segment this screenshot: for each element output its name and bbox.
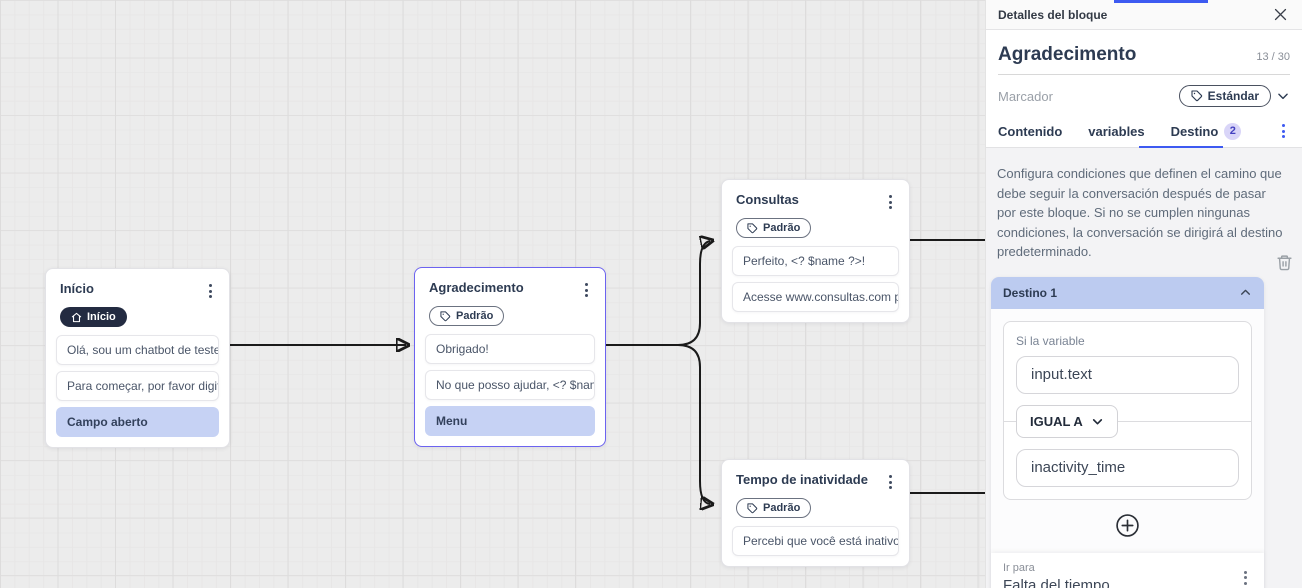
- close-icon: [1274, 8, 1287, 21]
- padrao-badge-label: Padrão: [763, 502, 801, 514]
- home-icon: [71, 312, 82, 322]
- padrao-badge: Padrão: [736, 218, 812, 238]
- node-title: Tempo de inatividade: [736, 472, 868, 487]
- padrao-badge-label: Padrão: [456, 310, 494, 322]
- block-name-section: Agradecimento 13 / 30 Marcador Estándar: [986, 30, 1302, 115]
- message-row[interactable]: Perfeito, <? $name ?>!: [732, 246, 899, 276]
- destination-card-header[interactable]: Destino 1: [991, 276, 1264, 309]
- tabs-menu-button[interactable]: [1277, 121, 1290, 141]
- tag-icon: [747, 222, 758, 233]
- message-row[interactable]: Para começar, por favor digite o ...: [56, 371, 219, 401]
- node-title: Consultas: [736, 192, 799, 207]
- variable-label: Si la variable: [1016, 333, 1085, 348]
- destination-card-body: Si la variable input.text IGUAL A inacti…: [991, 308, 1264, 553]
- top-tab-indicator: [1114, 0, 1208, 3]
- panel-tabs: Contenido variables Destino 2: [986, 115, 1302, 148]
- message-row[interactable]: Acesse www.consultas.com par...: [732, 282, 899, 312]
- tab-destino[interactable]: Destino 2: [1171, 115, 1242, 147]
- destination-title: Destino 1: [1003, 285, 1058, 300]
- destination-card: Destino 1 Si la variable input.text IGUA…: [991, 276, 1264, 588]
- panel-title: Detalles del bloque: [998, 7, 1108, 22]
- destino-count-badge: 2: [1224, 122, 1242, 140]
- message-row[interactable]: Olá, sou um chatbot de teste!: [56, 335, 219, 365]
- add-condition-button[interactable]: [1115, 513, 1140, 538]
- marker-label: Marcador: [998, 88, 1053, 104]
- tag-icon: [747, 502, 758, 513]
- flow-node-agradecimento[interactable]: Agradecimento Padrão Obrigado! No que po…: [414, 267, 606, 447]
- flow-node-consultas[interactable]: Consultas Padrão Perfeito, <? $name ?>! …: [721, 179, 910, 323]
- padrao-badge: Padrão: [736, 498, 812, 518]
- destino-description: Configura condiciones que definen el cam…: [997, 166, 1283, 259]
- node-menu-button[interactable]: [204, 281, 217, 301]
- panel-header: Detalles del bloque: [986, 0, 1302, 30]
- start-badge-label: Início: [87, 311, 116, 323]
- trash-icon: [1277, 255, 1292, 271]
- flow-edges: [229, 0, 985, 588]
- action-row-menu[interactable]: Menu: [425, 406, 595, 436]
- flow-canvas[interactable]: Início Início Olá, sou um chatbot de tes…: [0, 0, 985, 588]
- delete-destination-button[interactable]: [1276, 254, 1293, 271]
- chevron-up-icon[interactable]: [1239, 286, 1252, 299]
- block-name-input[interactable]: Agradecimento: [998, 44, 1137, 65]
- goto-section[interactable]: Ir para Falta del tiempo: [991, 552, 1264, 588]
- action-row-campo-aberto[interactable]: Campo aberto: [56, 407, 219, 437]
- message-row[interactable]: No que posso ajudar, <? $name ...: [425, 370, 595, 400]
- padrao-badge-label: Padrão: [763, 222, 801, 234]
- goto-value: Falta del tiempo: [1003, 576, 1110, 588]
- tag-icon: [1191, 90, 1202, 102]
- operator-select[interactable]: IGUAL A: [1016, 404, 1118, 438]
- flow-node-tempo-inatividade[interactable]: Tempo de inatividade Padrão Percebi que …: [721, 459, 910, 567]
- block-details-panel: Detalles del bloque Agradecimento 13 / 3…: [985, 0, 1302, 588]
- condition-card: Si la variable input.text IGUAL A inacti…: [1003, 320, 1252, 500]
- tab-variables[interactable]: variables: [1088, 123, 1145, 139]
- chevron-down-icon[interactable]: [1276, 89, 1290, 103]
- node-menu-button[interactable]: [884, 192, 897, 212]
- char-counter: 13 / 30: [1256, 51, 1290, 63]
- goto-menu-button[interactable]: [1239, 568, 1252, 588]
- active-tab-indicator: [1139, 146, 1223, 148]
- node-title: Início: [60, 281, 94, 296]
- message-row[interactable]: Obrigado!: [425, 334, 595, 364]
- node-menu-button[interactable]: [580, 280, 593, 300]
- chevron-down-icon: [1092, 418, 1102, 424]
- node-title: Agradecimento: [429, 280, 524, 295]
- tab-contenido[interactable]: Contenido: [998, 123, 1063, 139]
- padrao-badge: Padrão: [429, 306, 505, 326]
- flow-node-inicio[interactable]: Início Início Olá, sou um chatbot de tes…: [45, 268, 230, 448]
- start-badge: Início: [60, 307, 127, 327]
- edge-agradecimento-to-consultas: [606, 241, 710, 346]
- tag-icon: [440, 310, 451, 321]
- node-menu-button[interactable]: [884, 472, 897, 492]
- marker-select[interactable]: Estándar: [1178, 85, 1271, 107]
- variable-input[interactable]: input.text: [1016, 355, 1239, 394]
- message-row[interactable]: Percebi que você está inativo. C...: [732, 526, 899, 556]
- marker-value: Estándar: [1207, 89, 1259, 103]
- close-panel-button[interactable]: [1273, 7, 1288, 22]
- destino-tab-content: Configura condiciones que definen el cam…: [986, 148, 1302, 588]
- goto-label: Ir para: [1003, 561, 1035, 574]
- compare-value-input[interactable]: inactivity_time: [1016, 448, 1239, 487]
- edge-agradecimento-to-tempo: [606, 344, 710, 504]
